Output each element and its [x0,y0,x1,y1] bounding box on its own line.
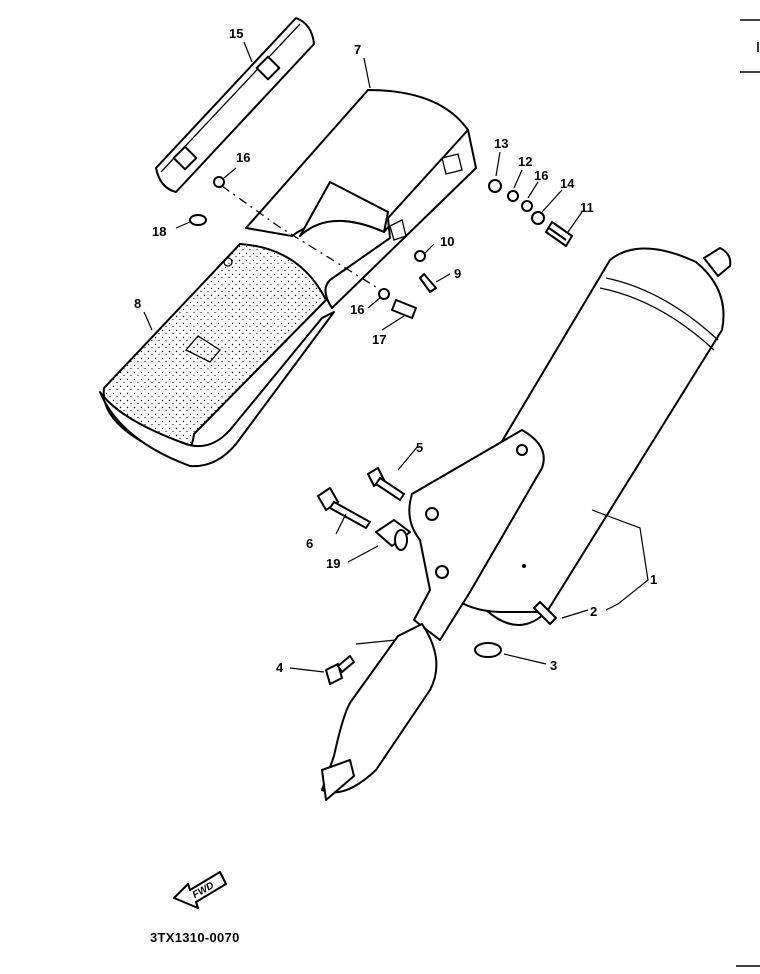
gasket-3 [474,642,502,658]
callout-2: 2 [590,604,597,619]
forward-arrow-icon: FWD [173,871,227,909]
bolt-5 [367,467,405,501]
leader-lines [143,41,649,673]
heat-protector-7 [245,89,477,309]
callout-9: 9 [454,266,461,281]
callout-3: 3 [550,658,557,673]
heat-protector-8 [99,242,335,468]
part-code: 3TX1310-0070 [150,930,240,945]
callout-16c: 16 [350,302,364,317]
callout-7: 7 [354,42,361,57]
callout-17: 17 [372,332,386,347]
callout-8: 8 [134,296,141,311]
screw-2 [533,601,557,625]
callout-18: 18 [152,224,166,239]
callouts: 15 7 16 18 8 13 12 16 14 11 10 9 16 17 5… [134,26,657,675]
callout-14: 14 [560,176,575,191]
callout-1: 1 [650,572,657,587]
heat-protector-15 [155,17,315,193]
callout-10: 10 [440,234,454,249]
callout-5: 5 [416,440,423,455]
assembly-line [221,185,385,293]
bolt-4 [325,655,355,685]
fastener-group [378,179,573,319]
callout-12: 12 [518,154,532,169]
callout-13: 13 [494,136,508,151]
callout-6: 6 [306,536,313,551]
callout-16b: 16 [534,168,548,183]
callout-4: 4 [276,660,284,675]
callout-16a: 16 [236,150,250,165]
callout-11: 11 [580,200,594,215]
callout-15: 15 [229,26,243,41]
exhaust-pipe [321,623,438,801]
margin-marks [736,19,760,967]
bolt-6 [317,487,371,529]
cap-18 [189,214,207,226]
damper-19 [375,519,411,551]
callout-19: 19 [326,556,340,571]
washer-16a [213,176,225,188]
muffler-bracket [408,429,545,641]
